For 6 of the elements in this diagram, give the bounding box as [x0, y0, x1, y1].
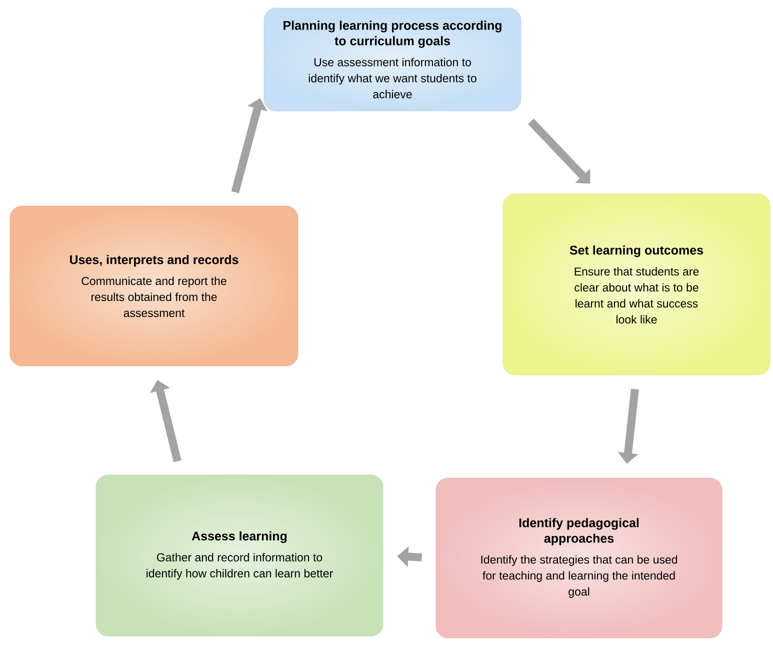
arrow: [528, 118, 590, 184]
process-box: Planning learning process according to curriculum goals Use assessment information to identify what we want students to achieve: [264, 8, 522, 112]
process-box: Identify pedagogical approaches Identify the strategies that can be used for teaching and learning the intended goal: [436, 478, 722, 638]
process-box: Uses, interprets and records Communicate and report the results obtained from the assessment: [10, 206, 298, 366]
process-box: Assess learning Gather and record information to identify how children can learn better: [96, 474, 384, 636]
process-box: Set learning outcomes Ensure that students are clear about what is to be learnt and what success look like: [502, 194, 770, 376]
